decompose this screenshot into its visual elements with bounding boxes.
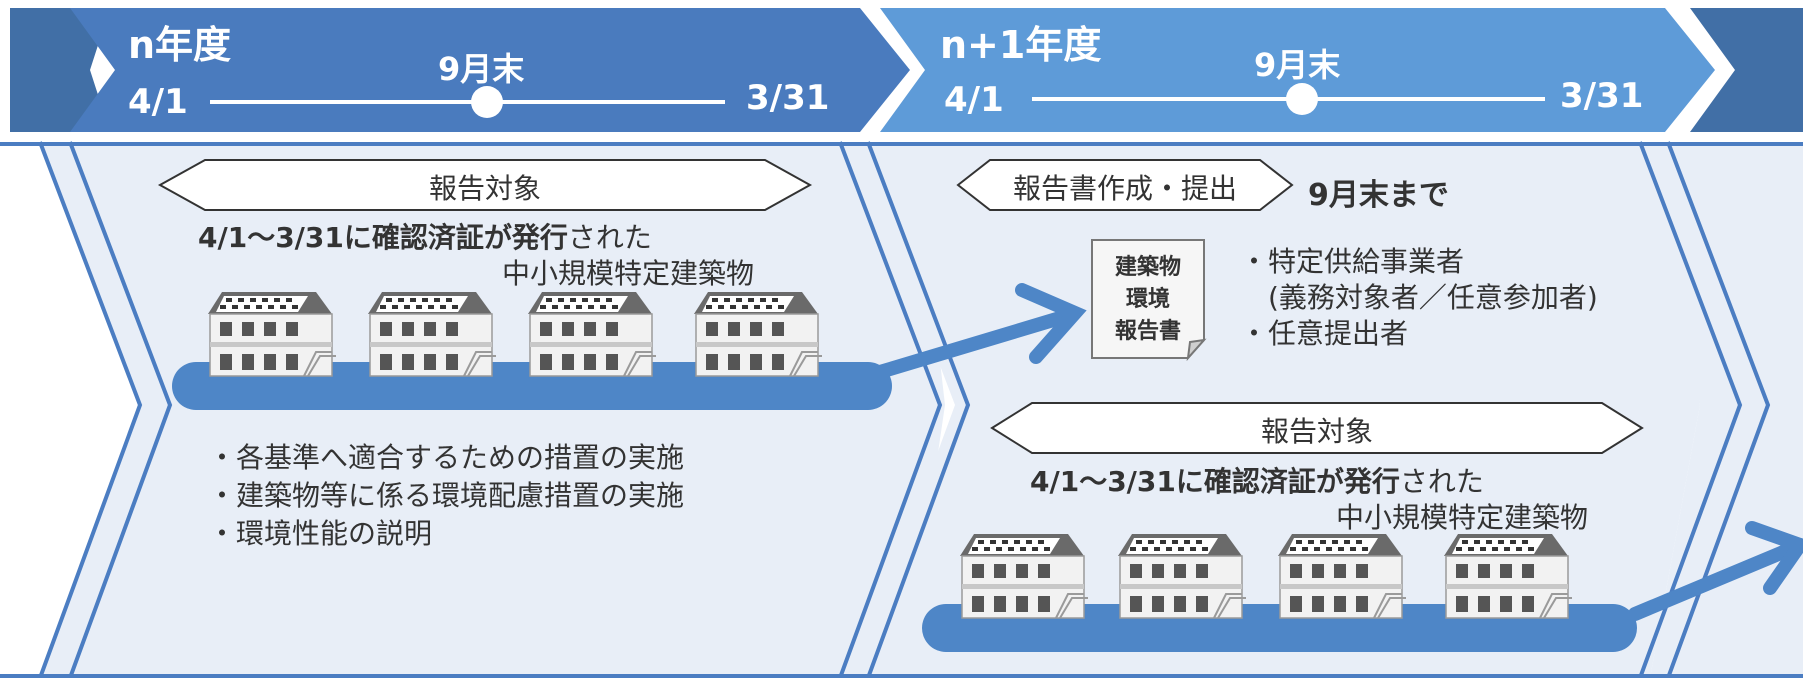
header-left-band xyxy=(10,8,110,132)
panel-n-target-normal: された xyxy=(567,221,652,254)
year-n1-start: 4/1 xyxy=(944,80,1004,120)
report-document-line-3: 報告書 xyxy=(1114,319,1181,344)
panel-borders xyxy=(0,141,1803,678)
panel-n1-target-bold: 4/1〜3/31に確認済証が発行 xyxy=(1030,465,1400,498)
panel-n-tag: 報告対象 xyxy=(428,172,541,205)
year-n1-end: 3/31 xyxy=(1560,76,1644,116)
report-document-line-1: 建築物 xyxy=(1114,255,1181,280)
year-n1-label: n+1年度 xyxy=(940,23,1102,67)
year-n-start: 4/1 xyxy=(128,82,188,122)
year-n-end: 3/31 xyxy=(746,78,830,118)
arrow-to-report xyxy=(873,283,1087,379)
panel-n1-tag: 報告対象 xyxy=(1260,415,1373,448)
submitter-1: ・特定供給事業者 xyxy=(1240,245,1465,278)
header-right-band xyxy=(1690,8,1803,132)
report-tag: 報告書作成・提出 xyxy=(1012,172,1237,205)
panel-n1-target-line2: 中小規模特定建築物 xyxy=(1336,501,1589,534)
timeline-n1-midpoint xyxy=(1286,83,1318,115)
year-n1-mid-label: 9月末 xyxy=(1254,46,1341,84)
panel-n-target-line1: 4/1〜3/31に確認済証が発行された xyxy=(198,216,652,256)
report-document: 建築物 環境 報告書 xyxy=(1092,252,1204,348)
report-tag-shape xyxy=(956,159,1294,211)
year-n-label: n年度 xyxy=(128,23,232,67)
report-document-line-2: 環境 xyxy=(1125,287,1170,312)
arrow-to-next-year xyxy=(1628,521,1803,621)
year-n-mid-label: 9月末 xyxy=(438,50,525,88)
submitter-1-detail: (義務対象者／任意参加者) xyxy=(1240,281,1598,314)
panel-n-bullet-2: ・建築物等に係る環境配慮措置の実施 xyxy=(208,479,685,512)
panel-n1-target-normal: された xyxy=(1399,465,1484,498)
panel-n-bullet-1: ・各基準へ適合するための措置の実施 xyxy=(208,441,685,474)
panel-n-tag-shape xyxy=(157,159,813,211)
panel-n-target-line2: 中小規模特定建築物 xyxy=(502,257,755,290)
panel-n1-tag-shape xyxy=(990,402,1644,454)
panel-n-bullet-3: ・環境性能の説明 xyxy=(208,517,433,550)
report-document-shape xyxy=(1091,239,1207,362)
panel-n1-target-line1: 4/1〜3/31に確認済証が発行された xyxy=(1030,460,1484,500)
deadline-text: 9月末まで xyxy=(1308,178,1449,213)
timeline-n-midpoint xyxy=(471,86,503,118)
panel-n-target-bold: 4/1〜3/31に確認済証が発行 xyxy=(198,221,568,254)
submitter-2: ・任意提出者 xyxy=(1240,317,1409,350)
